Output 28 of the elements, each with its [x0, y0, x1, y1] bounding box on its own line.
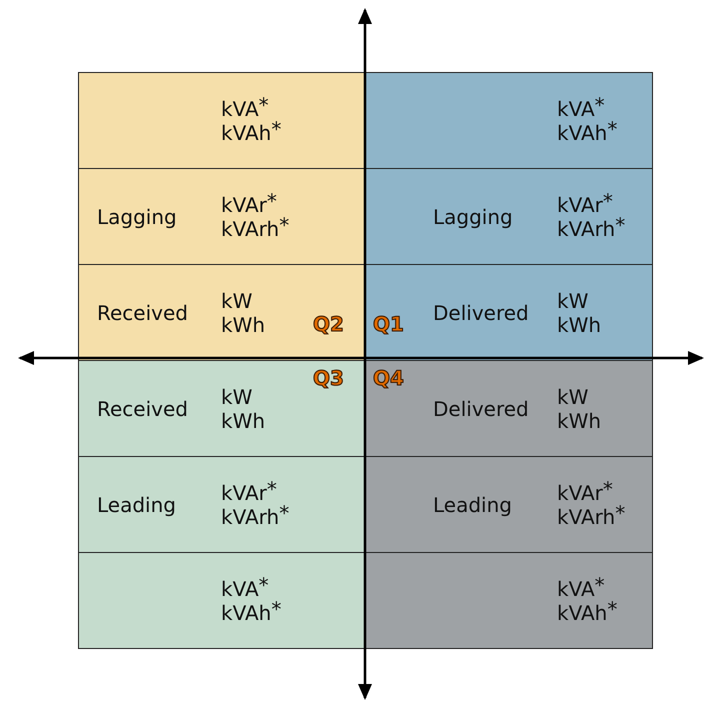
direction-label: Lagging [97, 205, 177, 229]
direction-label: Received [97, 301, 188, 325]
quadrant-cell [365, 72, 653, 169]
direction-label: Leading [433, 493, 512, 517]
quadrant-label: Q2 [313, 312, 344, 336]
quadrant-cell [365, 168, 653, 265]
quadrant-cell [78, 168, 366, 265]
unit-label: kW kWh [557, 385, 602, 433]
direction-label: Delivered [433, 397, 529, 421]
direction-label: Lagging [433, 205, 513, 229]
quadrant-label: Q3 [313, 366, 344, 390]
direction-label: Leading [97, 493, 176, 517]
direction-label: Received [97, 397, 188, 421]
unit-label: kW kWh [221, 289, 266, 337]
direction-label: Delivered [433, 301, 529, 325]
quadrant-cell [78, 552, 366, 649]
quadrant-cell [78, 360, 366, 457]
quadrant-cell [78, 456, 366, 553]
quadrant-label: Q1 [373, 312, 404, 336]
quadrant-cell [365, 360, 653, 457]
quadrant-label: Q4 [373, 366, 404, 390]
quadrant-cell [78, 264, 366, 361]
quadrant-cell [365, 456, 653, 553]
quadrant-cell [365, 552, 653, 649]
unit-label: kW kWh [221, 385, 266, 433]
quadrant-cell [78, 72, 366, 169]
unit-label: kW kWh [557, 289, 602, 337]
quadrant-cell [365, 264, 653, 361]
